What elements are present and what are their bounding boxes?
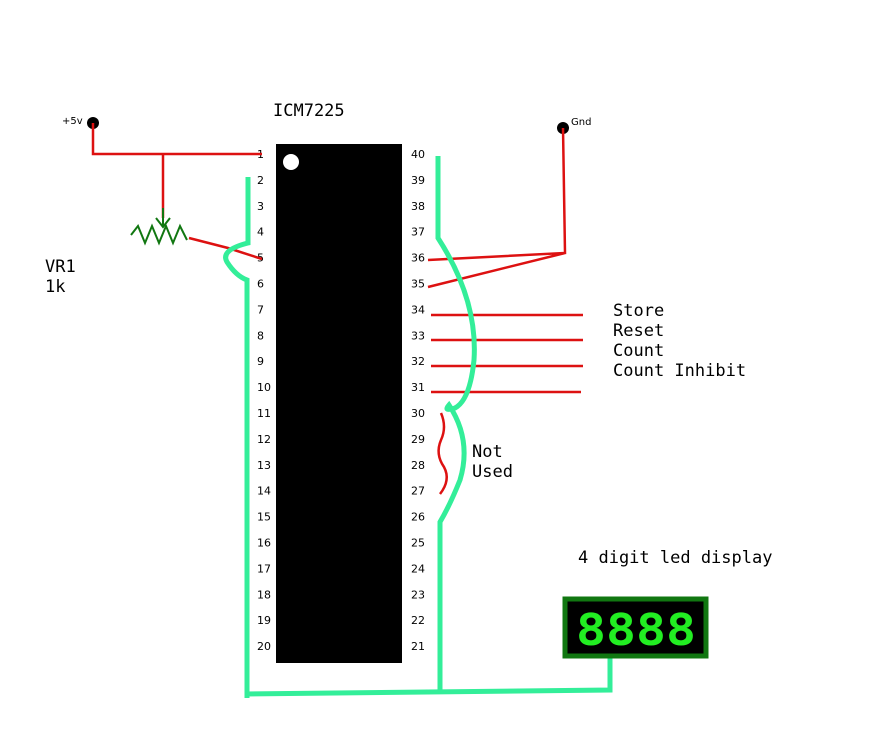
pin-label-9: 9 — [257, 355, 264, 368]
gnd-label: Gnd — [571, 117, 591, 128]
label-store: Store — [613, 301, 664, 321]
pin-label-10: 10 — [257, 381, 271, 394]
display-frame — [562, 596, 709, 659]
pin-label-2: 2 — [257, 174, 264, 187]
pin-label-3: 3 — [257, 200, 264, 213]
vplus-wire — [91, 123, 262, 156]
display-label: 4 digit led display — [578, 548, 772, 568]
pin-label-23: 23 — [411, 588, 425, 601]
pin-label-34: 34 — [411, 303, 425, 316]
right-pin-labels: 40 39 38 37 36 35 34 33 32 31 30 29 28 27 26 25 24 23 22 21 — [411, 148, 425, 653]
pin-label-17: 17 — [257, 562, 271, 575]
pin-label-37: 37 — [411, 226, 425, 239]
pin-label-32: 32 — [411, 355, 425, 368]
pot-wiper-arrow — [155, 208, 171, 229]
bus-right — [435, 156, 477, 690]
pin-label-35: 35 — [411, 278, 425, 291]
pin-label-29: 29 — [411, 433, 425, 446]
chip-name: ICM7225 — [273, 101, 345, 121]
pin-label-33: 33 — [411, 329, 425, 342]
label-not: Not — [472, 442, 503, 462]
pin-label-40: 40 — [411, 148, 425, 161]
label-count: Count — [613, 341, 664, 361]
pin-label-21: 21 — [411, 640, 425, 653]
pin-label-16: 16 — [257, 537, 271, 550]
pot-name: VR1 — [45, 257, 76, 277]
display-digits: 8888 — [576, 605, 696, 656]
pin-label-24: 24 — [411, 562, 425, 575]
pin-label-31: 31 — [411, 381, 425, 394]
pot-to-pin5-wire — [188, 236, 263, 261]
pin-label-22: 22 — [411, 614, 425, 627]
pin-label-39: 39 — [411, 174, 425, 187]
pin-label-20: 20 — [257, 640, 271, 653]
pin-label-12: 12 — [257, 433, 271, 446]
vplus-label: +5v — [62, 116, 83, 127]
pin-label-25: 25 — [411, 537, 425, 550]
pin-label-4: 4 — [257, 226, 264, 239]
label-reset: Reset — [613, 321, 664, 341]
pin-label-6: 6 — [257, 278, 264, 291]
gnd-wire — [427, 127, 567, 289]
pot-resistor — [130, 223, 188, 246]
chip-body — [276, 144, 402, 663]
pin-label-13: 13 — [257, 459, 271, 472]
pin-label-30: 30 — [411, 407, 425, 420]
bus-left — [223, 177, 251, 698]
pin-label-36: 36 — [411, 252, 425, 265]
pin-label-8: 8 — [257, 329, 264, 342]
bus-bottom — [244, 655, 613, 697]
pin-label-15: 15 — [257, 511, 271, 524]
not-used-squiggle — [437, 412, 448, 495]
pin-label-18: 18 — [257, 588, 271, 601]
pin-label-26: 26 — [411, 511, 425, 524]
pin-label-19: 19 — [257, 614, 271, 627]
gnd-terminal — [557, 122, 569, 134]
pin-label-28: 28 — [411, 459, 425, 472]
label-used: Used — [472, 462, 513, 482]
label-count-inhibit: Count Inhibit — [613, 361, 746, 381]
pin-label-38: 38 — [411, 200, 425, 213]
pin-label-7: 7 — [257, 303, 264, 316]
pin-label-27: 27 — [411, 485, 425, 498]
pin-label-11: 11 — [257, 407, 271, 420]
pot-value: 1k — [45, 277, 65, 297]
pin-label-14: 14 — [257, 485, 271, 498]
pin1-marker — [283, 154, 299, 170]
